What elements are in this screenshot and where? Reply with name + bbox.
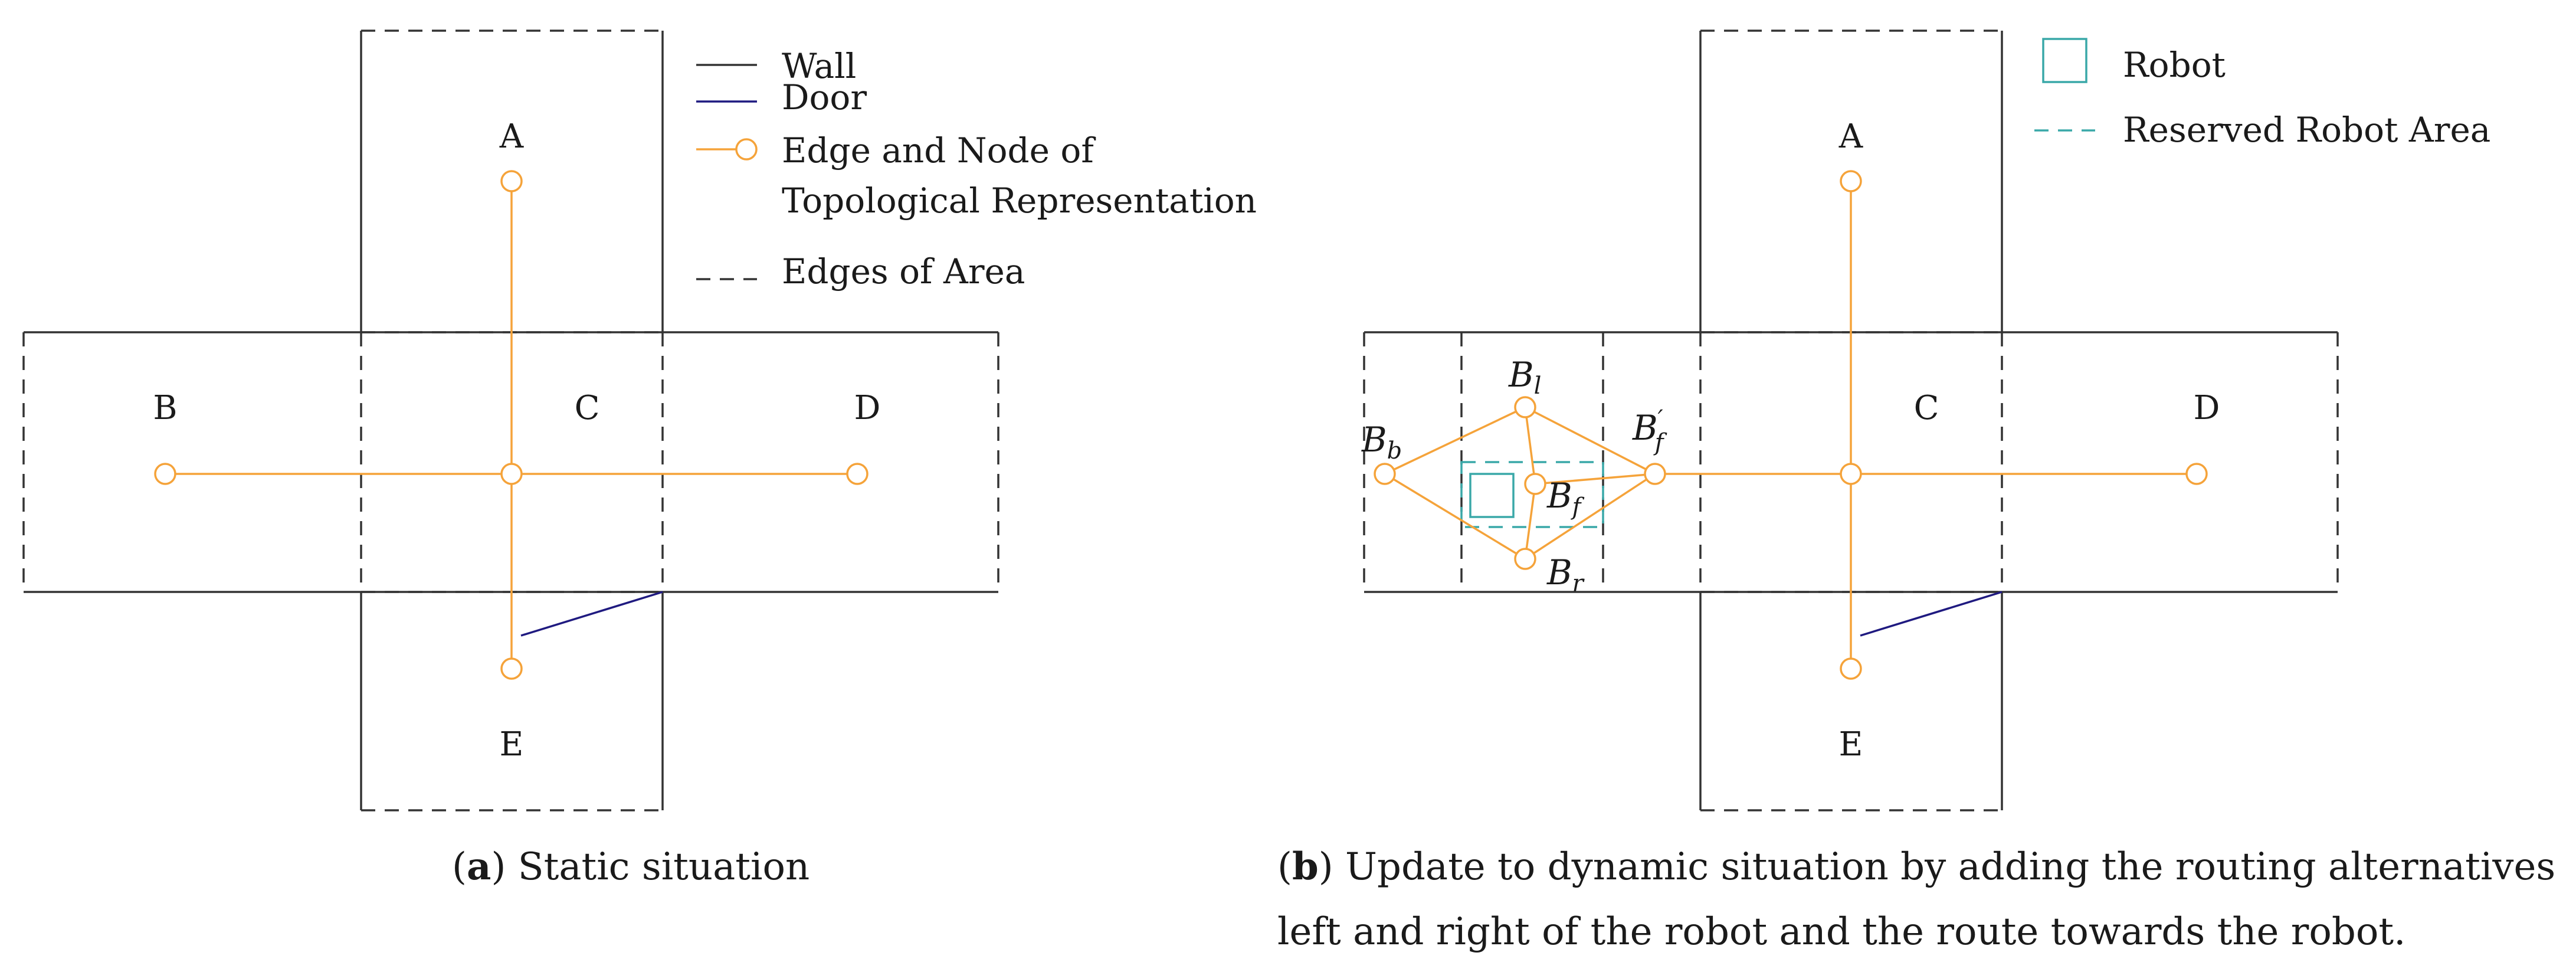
label-e: E (500, 725, 524, 764)
node-c-b (1840, 463, 1862, 485)
label-bb: Bb (1361, 420, 1402, 464)
topology-edges-a (165, 181, 857, 669)
topology-nodes-a (154, 170, 869, 680)
legend-b: Robot Reserved Robot Area (2034, 38, 2490, 150)
caption-b-line1: (b) Update to dynamic situation by addin… (1277, 845, 2555, 889)
legend-wall-label: Wall (782, 46, 856, 86)
label-e-b: E (1839, 725, 1863, 764)
node-a (500, 170, 523, 192)
node-br (1514, 548, 1536, 570)
node-a-b (1840, 170, 1862, 192)
node-e (500, 657, 523, 680)
caption-b-text-1: Update to dynamic situation by adding th… (1333, 845, 2555, 889)
robot (1469, 473, 1515, 518)
label-a: A (499, 117, 524, 156)
label-bf: Bf (1546, 476, 1585, 521)
label-c-b: C (1914, 389, 1939, 427)
node-c (500, 463, 523, 485)
caption-a-text: Static situation (506, 845, 809, 889)
label-bf-prime: B′f (1632, 405, 1667, 456)
node-bf (1524, 473, 1546, 495)
label-a-b: A (1838, 117, 1863, 156)
panel-b: A C D E Bl Bb B′f Bf Br Robot Reserved R… (1277, 30, 2555, 954)
label-br: Br (1546, 552, 1585, 597)
legend-edge-node-label-1: Edge and Node of (782, 130, 1096, 171)
label-bl: Bl (1508, 355, 1541, 400)
label-c: C (575, 389, 600, 427)
caption-b-letter: b (1292, 845, 1319, 889)
node-bf-prime (1644, 463, 1666, 485)
node-b (154, 463, 176, 485)
panel-a: A B C D E Wall Door Edge and Node of Top… (22, 30, 1257, 889)
legend-robot-icon (2042, 38, 2087, 83)
node-d-b (2185, 463, 2208, 485)
legend-node-icon (735, 138, 758, 161)
legend-a: Wall Door Edge and Node of Topological R… (696, 46, 1257, 292)
node-bl (1514, 396, 1536, 418)
node-bb (1374, 463, 1396, 485)
caption-b-line2: left and right of the robot and the rout… (1277, 910, 2405, 954)
door-a (520, 591, 663, 637)
label-b: B (153, 389, 177, 427)
caption-a-letter: a (467, 845, 491, 889)
door-b (1860, 591, 2003, 637)
legend-robot-label: Robot (2123, 45, 2226, 85)
caption-a: (a) Static situation (452, 845, 809, 889)
legend-reserved-label: Reserved Robot Area (2123, 110, 2490, 150)
topology-edges-b (1384, 181, 2197, 669)
legend-area-label: Edges of Area (782, 251, 1025, 292)
node-e-b (1840, 657, 1862, 680)
label-d: D (854, 389, 881, 427)
legend-door-label: Door (782, 77, 867, 117)
legend-edge-node-label-2: Topological Representation (782, 181, 1257, 221)
node-d (846, 463, 869, 485)
label-d-b: D (2194, 389, 2220, 427)
topology-nodes-b (1374, 170, 2208, 680)
